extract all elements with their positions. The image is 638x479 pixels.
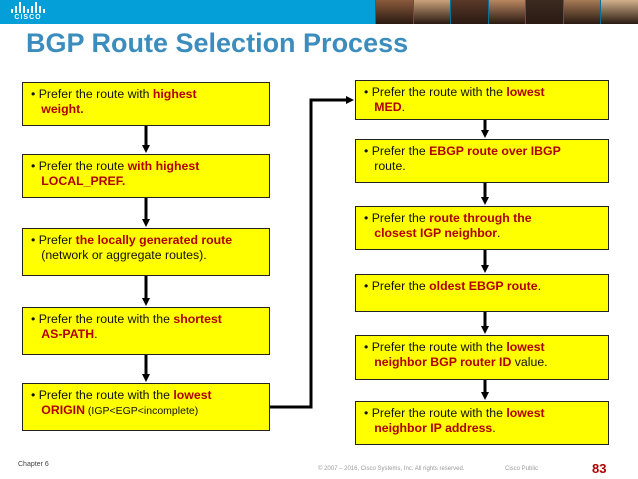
criterion-highlight: neighbor BGP router ID bbox=[374, 355, 512, 369]
criterion-highlight: the locally generated route bbox=[75, 233, 233, 247]
indent bbox=[364, 421, 374, 435]
criterion-highlight: shortest bbox=[173, 312, 222, 326]
right-step-5: • Prefer the route with the lowest neigh… bbox=[355, 335, 609, 380]
indent bbox=[31, 102, 41, 116]
chapter-label: Chapter 6 bbox=[18, 461, 49, 468]
criterion-text: • Prefer the bbox=[364, 144, 430, 158]
criterion-text: • Prefer the route with the bbox=[364, 340, 507, 354]
criterion-highlight: EBGP route over IBGP bbox=[429, 144, 561, 158]
criterion-highlight: lowest bbox=[506, 406, 545, 420]
header-photo bbox=[487, 0, 526, 24]
criterion-highlight: oldest EBGP route bbox=[429, 279, 538, 293]
criterion-text: • Prefer the route with the bbox=[31, 312, 174, 326]
indent bbox=[364, 100, 374, 114]
criterion-text: • Prefer the route with the bbox=[31, 388, 174, 402]
criterion-text: route. bbox=[374, 159, 406, 173]
criterion-text: • Prefer the route with the bbox=[364, 85, 507, 99]
indent bbox=[364, 159, 374, 173]
header-photo bbox=[525, 0, 563, 24]
header-photo bbox=[562, 0, 601, 24]
left-step-1: • Prefer the route with highest weight. bbox=[22, 82, 270, 126]
left-step-3: • Prefer the locally generated route (ne… bbox=[22, 228, 270, 276]
right-step-1: • Prefer the route with the lowest MED. bbox=[355, 80, 609, 120]
criterion-highlight: neighbor IP address bbox=[374, 421, 493, 435]
criterion-text: . bbox=[94, 327, 98, 341]
criterion-text: (network or aggregate routes). bbox=[41, 248, 207, 262]
criterion-highlight: AS-PATH bbox=[41, 327, 95, 341]
criterion-text: value. bbox=[511, 355, 548, 369]
criterion-highlight: route through the bbox=[429, 211, 532, 225]
indent bbox=[31, 248, 41, 262]
header-photo bbox=[450, 0, 488, 24]
criterion-text: . bbox=[492, 421, 496, 435]
left-step-4: • Prefer the route with the shortest AS-… bbox=[22, 307, 270, 355]
right-step-4: • Prefer the oldest EBGP route. bbox=[355, 274, 609, 312]
header-photo bbox=[412, 0, 451, 24]
indent bbox=[31, 174, 41, 188]
header-photo bbox=[600, 0, 638, 24]
criterion-highlight: closest IGP neighbor bbox=[374, 226, 498, 240]
indent bbox=[364, 355, 374, 369]
classification-label: Cisco Public bbox=[505, 466, 539, 472]
copyright-text: © 2007 – 2016, Cisco Systems, Inc. All r… bbox=[318, 466, 465, 472]
criterion-highlight: lowest bbox=[506, 340, 545, 354]
cisco-logo: CISCO bbox=[8, 2, 48, 22]
header-bar: CISCO bbox=[0, 0, 638, 24]
page-number: 83 bbox=[592, 461, 607, 476]
header-photo-strip bbox=[375, 0, 638, 24]
criterion-text: • Prefer bbox=[31, 233, 76, 247]
criterion-text: . bbox=[537, 279, 541, 293]
criterion-highlight: ORIGIN bbox=[41, 403, 85, 417]
right-step-2: • Prefer the EBGP route over IBGP route. bbox=[355, 139, 609, 183]
criterion-highlight: weight. bbox=[41, 102, 84, 116]
criterion-highlight: with highest bbox=[127, 159, 200, 173]
criterion-highlight: MED bbox=[374, 100, 402, 114]
header-photo bbox=[375, 0, 413, 24]
criterion-text: . bbox=[401, 100, 405, 114]
indent bbox=[364, 226, 374, 240]
criterion-highlight: highest bbox=[152, 87, 197, 101]
column-connector-arrow bbox=[270, 96, 354, 409]
page-title: BGP Route Selection Process bbox=[26, 28, 409, 58]
indent bbox=[31, 403, 41, 417]
criterion-text: (IGP<EGP<incomplete) bbox=[84, 405, 199, 417]
cisco-logo-text: CISCO bbox=[14, 14, 42, 21]
criterion-highlight: lowest bbox=[173, 388, 212, 402]
criterion-text: • Prefer the bbox=[364, 279, 430, 293]
left-step-2: • Prefer the route with highest LOCAL_PR… bbox=[22, 154, 270, 198]
criterion-text: • Prefer the route with the bbox=[364, 406, 507, 420]
right-step-3: • Prefer the route through the closest I… bbox=[355, 206, 609, 250]
indent bbox=[31, 327, 41, 341]
criterion-highlight: LOCAL_PREF. bbox=[41, 174, 126, 188]
cisco-bars-icon bbox=[8, 2, 48, 13]
left-step-5: • Prefer the route with the lowest ORIGI… bbox=[22, 383, 270, 431]
criterion-highlight: lowest bbox=[506, 85, 545, 99]
criterion-text: • Prefer the route with bbox=[31, 87, 153, 101]
criterion-text: • Prefer the route bbox=[31, 159, 128, 173]
criterion-text: • Prefer the bbox=[364, 211, 430, 225]
criterion-text: . bbox=[497, 226, 501, 240]
right-step-6: • Prefer the route with the lowest neigh… bbox=[355, 401, 609, 445]
